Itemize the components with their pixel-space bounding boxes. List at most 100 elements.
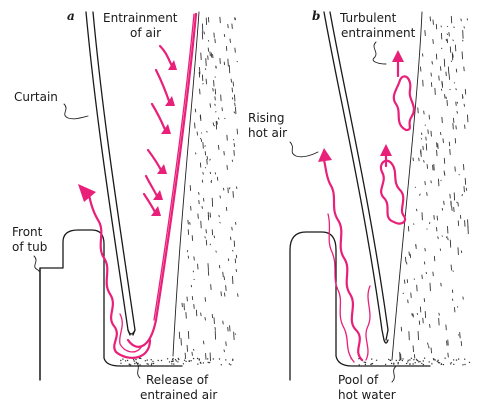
pool-dot [175, 360, 178, 362]
pool-dot [212, 358, 214, 360]
label-pool: Pool of [338, 373, 379, 387]
eddy-upper-loop [392, 75, 416, 132]
pool-dot [449, 363, 452, 365]
curtain-a-hem [127, 329, 136, 335]
release-flow-a-inner [119, 313, 143, 353]
pool-dot [126, 359, 129, 362]
leader-curtain [63, 103, 89, 120]
rising-plume-b-outer [365, 285, 371, 361]
pool-dot [412, 363, 414, 365]
pool-dot [232, 359, 234, 361]
pool-dot [177, 361, 179, 363]
pool-dot [182, 363, 185, 365]
pool-dot [183, 359, 186, 361]
eddy-upper-arrow [392, 50, 404, 62]
leader-rising [289, 141, 319, 158]
label-curtain: Curtain [14, 90, 58, 104]
pool-dot [390, 362, 393, 365]
pool-dot [188, 360, 190, 362]
spray-edge-a [172, 11, 200, 357]
pool-dot [134, 362, 136, 365]
eddy-lower-loop [379, 159, 407, 225]
pool-dot [139, 364, 141, 366]
pool-dot [177, 357, 179, 360]
pool-dot [172, 357, 174, 360]
pool-stipple-b [350, 357, 471, 366]
pool-dot [178, 358, 180, 361]
pool-dot [409, 363, 411, 365]
pool-dot [135, 358, 137, 361]
pool-dot [184, 357, 187, 359]
spray-edge-b [391, 11, 423, 361]
pool-dot [225, 359, 227, 361]
pool-dot [150, 364, 153, 366]
pool-dot [207, 361, 209, 364]
pool-dot [230, 364, 232, 366]
pool-dot [151, 362, 153, 365]
label-release: Release of [146, 373, 209, 387]
pool-dot [388, 358, 390, 361]
pool-dot [120, 359, 122, 362]
pool-dot [132, 359, 135, 361]
rising-plume-b [322, 158, 364, 362]
curtain-b-outer [323, 11, 385, 341]
pool-dot [157, 359, 159, 362]
pool-dot [450, 362, 452, 364]
pool-dot [442, 363, 445, 366]
rising-plume-b-inner [327, 213, 355, 363]
pool-dot [171, 360, 173, 363]
pool-dot [160, 359, 163, 362]
air-arrow-2 [154, 68, 172, 106]
pool-dot [363, 361, 365, 363]
pool-dot [218, 358, 221, 360]
pool-dot [397, 361, 399, 364]
pool-dot [464, 358, 466, 360]
pool-dot [405, 362, 408, 365]
pool-dot [421, 362, 423, 365]
curtain-a-outer [85, 11, 131, 336]
air-arrow-1 [158, 44, 174, 68]
pool-dot [144, 360, 147, 362]
pool-dot [431, 363, 433, 365]
pool-dot [418, 361, 420, 363]
pool-dot [146, 363, 148, 365]
pool-stipple-a [120, 357, 234, 366]
pool-dot [192, 357, 195, 360]
leader-turbulent [372, 41, 387, 65]
pool-dot [453, 359, 455, 361]
pool-dot [453, 363, 455, 365]
curtain-b-inner [329, 11, 389, 341]
pool-dot [196, 357, 199, 360]
water-spray-column-b [399, 15, 469, 361]
pool-dot [122, 358, 124, 360]
pool-dot [128, 363, 131, 366]
air-arrowhead-6 [151, 206, 161, 216]
pool-dot [437, 361, 440, 363]
panel-a-letter: a [67, 9, 75, 23]
pool-dot [413, 359, 415, 361]
entrainment-flow-a-inner [153, 13, 195, 321]
pool-dot [202, 362, 205, 364]
pool-dot [407, 361, 409, 363]
label-entrainment: Entrainment [103, 11, 178, 25]
curtain-a-inner [92, 11, 136, 336]
pool-dot [129, 364, 132, 366]
pool-dot [375, 359, 378, 361]
pool-dot [397, 363, 399, 365]
air-arrowhead-4 [157, 164, 167, 174]
tub-front-a [39, 229, 183, 381]
eddy-lower-arrow [380, 144, 392, 156]
pool-dot [409, 359, 411, 361]
air-arrow-3 [150, 102, 168, 134]
water-spray-column-a [178, 16, 239, 362]
label-of-tub: of tub [12, 240, 47, 254]
pool-dot [438, 362, 441, 364]
label-of-air: of air [130, 26, 161, 40]
label-rising: Rising [248, 111, 284, 125]
tub-front-b [289, 231, 431, 381]
pool-dot [401, 359, 403, 362]
entrainment-flow-a [126, 12, 198, 348]
label-entrained-air: entrained air [140, 388, 217, 402]
pool-dot [371, 358, 373, 360]
pool-dot [168, 361, 171, 363]
